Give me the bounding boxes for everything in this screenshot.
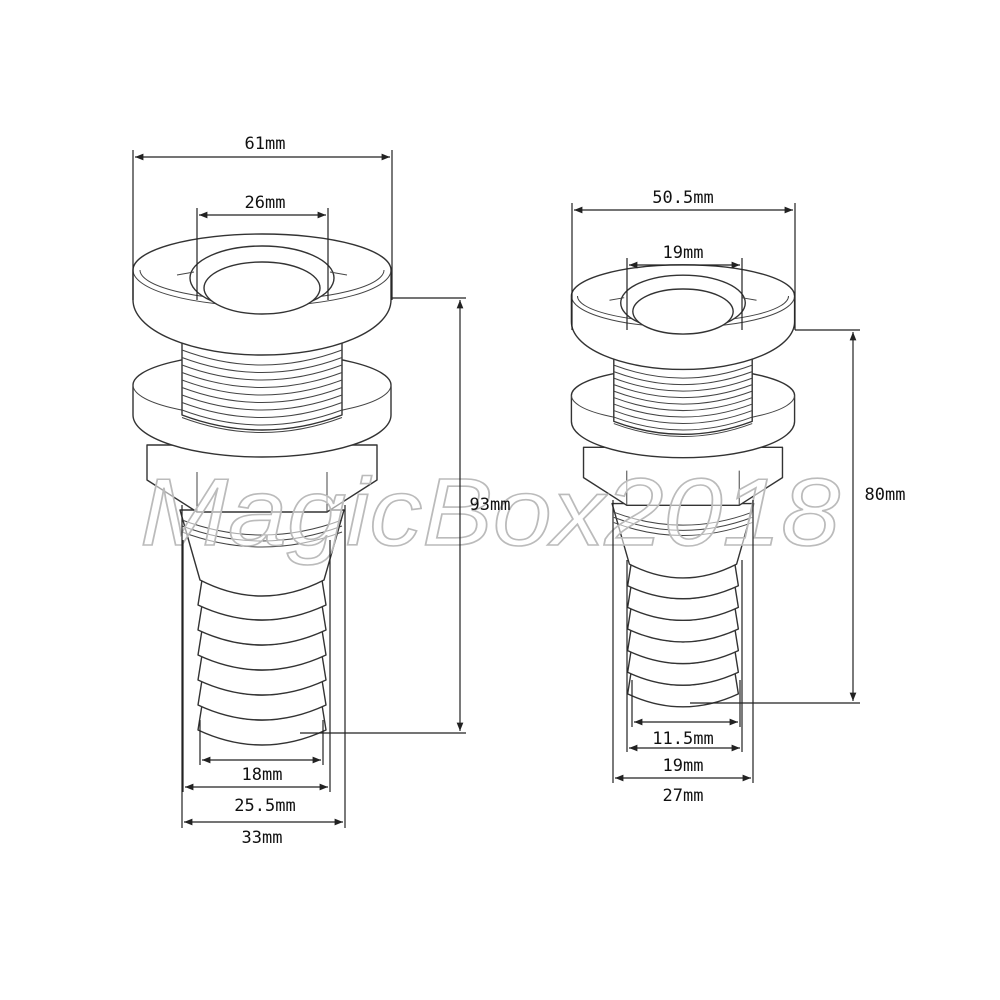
cone-ridge [181,519,343,536]
body-diameter-label: 27mm [663,786,704,806]
inner-diameter-label: 19mm [663,243,704,263]
flange-diameter-label: 50.5mm [652,188,713,208]
cone-ridge [181,525,343,542]
large-fitting-dimensions: 61mm 26mm 93mm 18mm 25.5mm 33mm [132,134,511,848]
barb-inner-label: 11.5mm [652,729,713,749]
thread-line [613,423,753,437]
thread-line [613,371,753,386]
barb-outer-label: 19mm [663,756,704,776]
barb-inner-label: 18mm [242,765,283,785]
flange-diameter-label: 61mm [245,134,286,154]
thread-line [613,364,753,379]
inner-diameter-label: 26mm [245,193,286,213]
thread-line [613,384,753,399]
thread-line [181,357,343,373]
hex-edge [196,472,328,512]
height-label: 93mm [470,495,511,515]
bore-opening [203,261,321,315]
thread-line [613,410,753,424]
thread-line [181,409,343,426]
bore-opening [632,288,734,335]
cone-ridge [613,511,753,526]
thread-line [181,387,343,403]
thread-line [613,403,753,418]
thread-line [613,397,753,411]
thread-line [613,416,753,431]
thread-line [181,349,343,366]
flange-notch [176,271,348,276]
cone-ridge [613,516,753,531]
cone-ridge [613,522,753,536]
thread-line [181,364,343,381]
flange-notch [609,297,757,301]
thread-line [613,390,753,405]
cone-ridge [181,531,343,548]
hex-edge [626,470,740,506]
barb-outer-label: 25.5mm [234,796,295,816]
watermark: MagicBox2018 [140,459,840,566]
thread-line [181,402,343,418]
thread-line [181,379,343,396]
thread-line [181,372,343,388]
thread-line [613,377,753,392]
thread-line [181,417,343,433]
thread-line [181,394,343,411]
body-diameter-label: 33mm [242,828,283,848]
small-fitting-dimensions: 50.5mm 19mm 80mm 11.5mm 19mm 27mm [571,188,906,806]
height-label: 80mm [865,485,906,505]
